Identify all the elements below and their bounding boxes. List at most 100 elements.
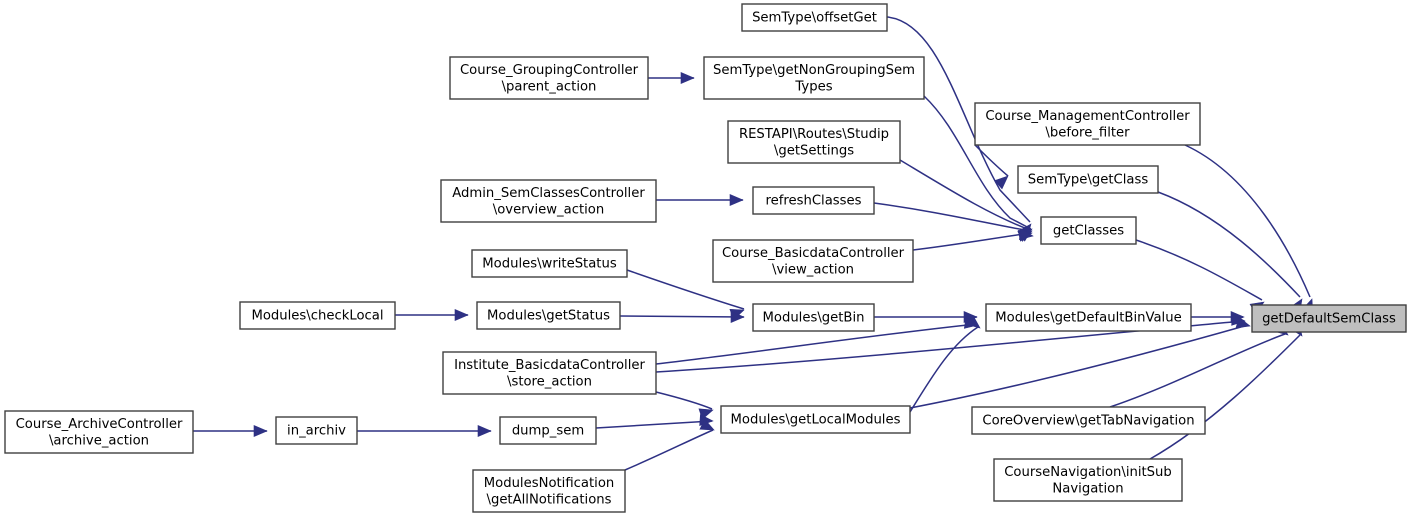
node-box[interactable] xyxy=(1017,165,1159,194)
node-box[interactable] xyxy=(1040,216,1137,245)
arrowhead-icon xyxy=(994,175,1009,190)
node-label: getClasses xyxy=(1053,224,1124,239)
node-box[interactable] xyxy=(4,410,194,454)
node-box[interactable] xyxy=(727,120,901,164)
node-box[interactable] xyxy=(712,239,914,283)
graph-node-course_basicdatacontroller_view_action[interactable]: Course_BasicdataController\view_action xyxy=(712,239,914,283)
node-label: Modules\getBin xyxy=(763,311,865,326)
call-edge xyxy=(886,16,1031,223)
graph-node-restapi_routes_studip_getsettings[interactable]: RESTAPI\Routes\Studip\getSettings xyxy=(727,120,901,164)
arrowhead-icon xyxy=(698,408,714,420)
node-box[interactable] xyxy=(985,303,1192,332)
node-label: Course_ManagementController xyxy=(985,109,1190,124)
graph-node-modules_writestatus[interactable]: Modules\writeStatus xyxy=(471,249,628,278)
node-label: dump_sem xyxy=(512,424,584,439)
node-label: \getSettings xyxy=(774,143,854,158)
call-edge xyxy=(923,95,1032,230)
node-box[interactable] xyxy=(442,351,657,395)
node-label: SemType\offsetGet xyxy=(752,11,877,26)
graph-node-modules_checklocal[interactable]: Modules\checkLocal xyxy=(239,301,396,330)
call-edge xyxy=(912,232,1032,251)
call-edge xyxy=(909,324,1249,409)
node-box[interactable] xyxy=(239,301,396,330)
call-edge xyxy=(1135,239,1263,301)
call-edge xyxy=(1149,334,1301,460)
arrowhead-icon xyxy=(729,194,744,206)
graph-node-semtype_getclass[interactable]: SemType\getClass xyxy=(1017,165,1159,194)
node-label: Institute_BasicdataController xyxy=(454,358,645,373)
node-box[interactable] xyxy=(752,303,875,332)
node-label: Course_BasicdataController xyxy=(722,246,905,261)
arrowhead-icon xyxy=(699,418,715,431)
arrowhead-icon xyxy=(477,425,492,437)
node-box[interactable] xyxy=(275,416,358,445)
graph-node-modules_getdefaultbinvalue[interactable]: Modules\getDefaultBinValue xyxy=(985,303,1192,332)
node-box[interactable] xyxy=(472,469,626,513)
graph-node-modules_getstatus[interactable]: Modules\getStatus xyxy=(476,301,621,330)
node-box[interactable] xyxy=(752,186,875,215)
node-box[interactable] xyxy=(449,56,649,100)
graph-node-course_groupingcontroller_parent_action[interactable]: Course_GroupingController\parent_action xyxy=(449,56,649,100)
graph-node-getclasses[interactable]: getClasses xyxy=(1040,216,1137,245)
call-edge xyxy=(873,202,1031,232)
graph-node-modules_getbin[interactable]: Modules\getBin xyxy=(752,303,875,332)
node-label: refreshClasses xyxy=(765,194,861,209)
node-label: CoreOverview\getTabNavigation xyxy=(982,414,1194,429)
graph-node-refreshclasses[interactable]: refreshClasses xyxy=(752,186,875,215)
node-label: ModulesNotification xyxy=(484,476,615,491)
node-box[interactable] xyxy=(703,56,925,100)
node-label: \overview_action xyxy=(493,202,604,217)
node-label: Modules\getLocalModules xyxy=(731,413,901,428)
node-label: \store_action xyxy=(507,374,592,389)
graph-node-getdefaultsemclass[interactable]: getDefaultSemClass xyxy=(1251,304,1407,333)
graph-node-dump_sem[interactable]: dump_sem xyxy=(499,416,597,445)
node-label: Course_ArchiveController xyxy=(16,417,183,432)
node-label: getDefaultSemClass xyxy=(1262,312,1396,327)
node-box[interactable] xyxy=(741,3,888,32)
arrowhead-icon xyxy=(680,72,695,84)
node-label: SemType\getClass xyxy=(1028,173,1149,188)
node-box[interactable] xyxy=(1251,304,1407,333)
graph-node-institute_basicdatacontroller_store_action[interactable]: Institute_BasicdataController\store_acti… xyxy=(442,351,657,395)
node-label: \before_filter xyxy=(1045,125,1130,140)
node-box[interactable] xyxy=(476,301,621,330)
graph-node-coreoverview_gettabnavigation[interactable]: CoreOverview\getTabNavigation xyxy=(971,406,1206,435)
graph-node-modulesnotification_getallnotifications[interactable]: ModulesNotification\getAllNotifications xyxy=(472,469,626,513)
node-box[interactable] xyxy=(720,405,911,434)
node-label: \getAllNotifications xyxy=(487,492,612,507)
node-label: Admin_SemClassesController xyxy=(452,186,645,201)
node-box[interactable] xyxy=(974,102,1201,146)
graph-node-modules_getlocalmodules[interactable]: Modules\getLocalModules xyxy=(720,405,911,434)
call-edge xyxy=(595,420,713,429)
node-box[interactable] xyxy=(499,416,597,445)
node-label: Types xyxy=(794,79,832,94)
call-edge xyxy=(974,144,1009,177)
node-label: Modules\checkLocal xyxy=(251,309,383,324)
call-edge xyxy=(655,391,713,410)
node-box[interactable] xyxy=(993,458,1183,502)
node-box[interactable] xyxy=(471,249,628,278)
call-edge xyxy=(626,269,745,310)
arrowhead-icon xyxy=(454,309,469,321)
graph-node-course_managementcontroller_before_filter[interactable]: Course_ManagementController\before_filte… xyxy=(974,102,1201,146)
call-edge xyxy=(1157,191,1301,298)
graph-node-in_archiv[interactable]: in_archiv xyxy=(275,416,358,445)
arrowhead-icon xyxy=(1019,228,1034,241)
node-box[interactable] xyxy=(440,179,657,223)
graph-node-semtype_offsetget[interactable]: SemType\offsetGet xyxy=(741,3,888,32)
call-edge xyxy=(619,315,745,318)
graph-node-course_archivecontroller_archive_action[interactable]: Course_ArchiveController\archive_action xyxy=(4,410,194,454)
nodes-layer: SemType\offsetGetCourse_GroupingControll… xyxy=(4,3,1407,513)
node-box[interactable] xyxy=(971,406,1206,435)
arrowhead-icon xyxy=(1235,316,1251,329)
call-edge xyxy=(655,323,978,365)
graph-node-admin_semclassescontroller_overview_action[interactable]: Admin_SemClassesController\overview_acti… xyxy=(440,179,657,223)
node-label: RESTAPI\Routes\Studip xyxy=(739,127,889,142)
arrowheads-layer xyxy=(253,72,1314,437)
call-edge xyxy=(1109,333,1286,408)
call-edge xyxy=(624,429,714,471)
